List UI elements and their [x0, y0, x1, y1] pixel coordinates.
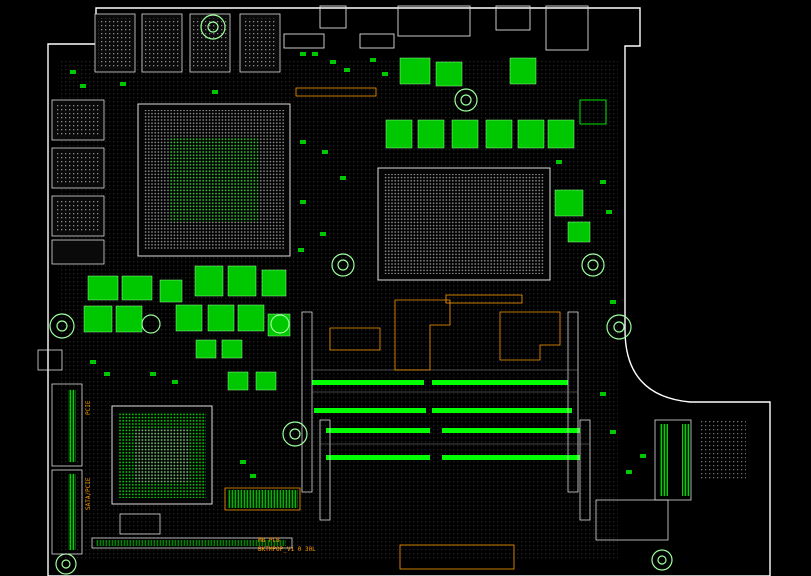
vrm-section [83, 57, 591, 391]
left-memory-chips [51, 99, 105, 265]
small-components [70, 52, 646, 478]
connector-label-pcie: PCIE [85, 400, 92, 415]
cpu-bga [377, 167, 551, 281]
right-connector [595, 419, 746, 541]
board-label-line1: MB PCB [258, 537, 280, 544]
pch-bga [111, 405, 213, 505]
mounting-holes [49, 14, 673, 575]
connector-label-sata-pcie: SATA/PCIE [85, 477, 92, 510]
board-outline [47, 7, 771, 576]
top-ports [283, 5, 607, 125]
silkscreen-outlines [224, 87, 561, 570]
top-memory-chips [94, 13, 281, 73]
board-label-line2: BKTMPOP_V1 0 30L [258, 546, 316, 553]
bottom-connectors [91, 490, 298, 549]
gpu-bga [137, 103, 291, 257]
dimm-slots [301, 311, 591, 521]
left-connectors [37, 349, 83, 555]
